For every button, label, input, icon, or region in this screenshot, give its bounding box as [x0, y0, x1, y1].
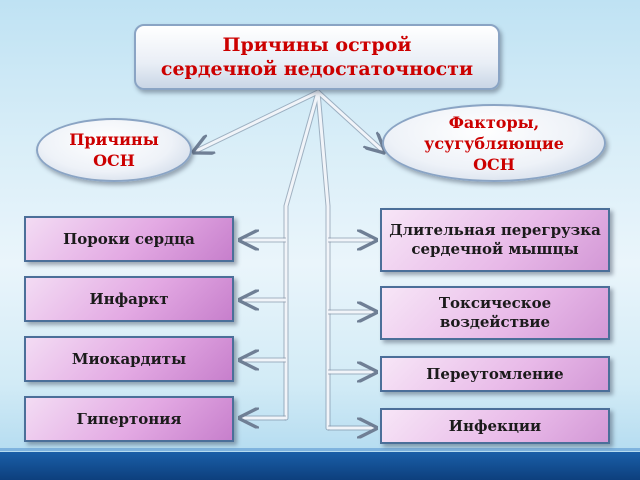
factor-1-line-1: Длительная перегрузка: [389, 221, 601, 239]
factor-box-1: Длительная перегрузка сердечной мышцы: [380, 208, 610, 272]
cause-box-3: Миокардиты: [24, 336, 234, 382]
cause-label-1: Пороки сердца: [63, 229, 195, 248]
title-line-1: Причины острой: [222, 34, 412, 56]
factor-2-line-2: воздействие: [439, 313, 551, 331]
factor-box-2: Токсическое воздействие: [380, 286, 610, 340]
connector-trunk-left: [283, 89, 321, 421]
factor-2-line-1: Токсическое: [438, 294, 552, 312]
bottom-band: [0, 452, 640, 480]
cause-label-3: Миокардиты: [71, 349, 187, 368]
factor-box-4: Инфекции: [380, 408, 610, 444]
cause-box-4: Гипертония: [24, 396, 234, 442]
right-group-line-3: ОСН: [473, 154, 515, 174]
factor-4-label: Инфекции: [448, 416, 542, 435]
background-line: [0, 448, 640, 451]
left-group-line-1: Причины: [69, 130, 159, 149]
factor-1-line-2: сердечной мышцы: [411, 240, 579, 258]
right-group-node: Факторы, усугубляющие ОСН: [382, 104, 606, 182]
factor-3-label: Переутомление: [426, 364, 564, 383]
cause-box-2: Инфаркт: [24, 276, 234, 322]
left-group-node: Причины ОСН: [36, 118, 192, 182]
right-group-line-1: Факторы,: [448, 112, 540, 132]
left-group-line-2: ОСН: [93, 151, 135, 170]
cause-box-1: Пороки сердца: [24, 216, 234, 262]
right-group-line-2: усугубляющие: [424, 133, 564, 153]
cause-label-2: Инфаркт: [89, 289, 169, 308]
factor-box-3: Переутомление: [380, 356, 610, 392]
diagram-title: Причины острой сердечной недостаточности: [134, 24, 500, 90]
title-line-2: сердечной недостаточности: [160, 58, 474, 80]
cause-label-4: Гипертония: [76, 409, 182, 428]
